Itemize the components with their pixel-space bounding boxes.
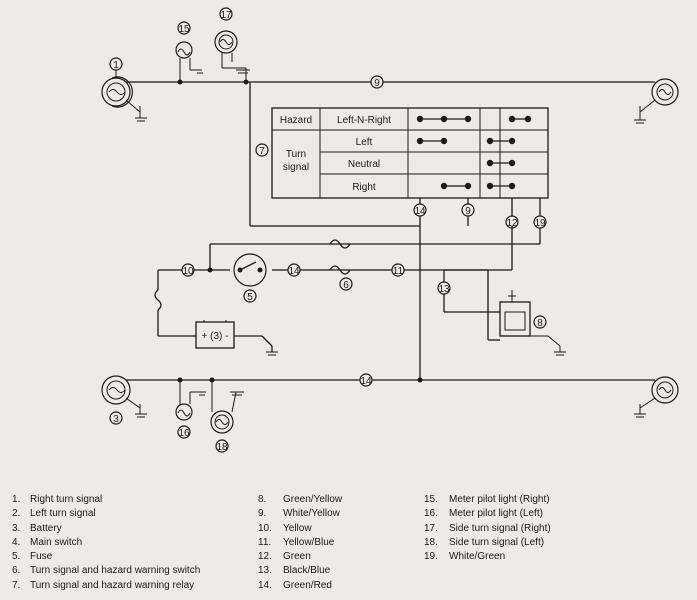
legend-item: 11.Yellow/Blue	[258, 536, 335, 548]
side-turn-signal-right	[214, 30, 250, 82]
meter-pilot-light-right	[175, 41, 203, 82]
table-contacts	[416, 115, 532, 190]
callout-2: 3	[113, 414, 119, 425]
table-hazard-label: Hazard	[280, 115, 312, 126]
legend-item: 19.White/Green	[424, 551, 506, 563]
legend-item: 8.Green/Yellow	[258, 494, 343, 505]
left-rear-lamp	[634, 376, 679, 418]
callout-8-switch: 9	[465, 206, 471, 217]
fuse-upper	[329, 239, 351, 249]
meter-pilot-light-left	[175, 380, 206, 421]
battery: + (3) -	[195, 320, 235, 349]
legend-item: 6.Turn signal and hazard warning switch	[12, 565, 201, 577]
callout-10: 11	[393, 266, 404, 277]
callout-9: 10	[182, 266, 194, 277]
callout-12: 13	[438, 284, 450, 295]
table-signal-label: signal	[283, 162, 309, 173]
callout-11: 12	[506, 218, 518, 229]
right-front-lamp	[634, 78, 679, 124]
callout-15: 15	[178, 24, 190, 35]
legend-item: 17.Side turn signal (Right)	[424, 522, 551, 534]
callout-8: 9	[374, 78, 380, 89]
legend-item: 9.White/Yellow	[258, 508, 340, 520]
callout-4: 5	[247, 292, 253, 303]
legend-item: 5.Fuse	[12, 551, 53, 563]
legend-item: 3.Battery	[12, 522, 62, 534]
legend-col-3: 15.Meter pilot light (Right) 16.Meter pi…	[424, 493, 551, 564]
legend-item: 18.Side turn signal (Left)	[424, 536, 545, 548]
callout-1: 1	[113, 60, 119, 71]
legend-item: 15.Meter pilot light (Right)	[424, 494, 550, 505]
left-turn-signal-lamp	[101, 375, 147, 418]
legend-col-1: 1.Right turn signal 2.Left turn signal 3…	[12, 493, 200, 593]
turn-signal-hazard-relay	[499, 290, 566, 356]
main-switch	[233, 253, 267, 287]
table-pos-lnr: Left-N-Right	[337, 115, 391, 126]
legend-item: 1.Right turn signal	[12, 494, 103, 505]
callout-19: 19	[534, 218, 546, 229]
legend-item: 16.Meter pilot light (Left)	[424, 508, 543, 520]
legend-item: 12.Green	[258, 551, 311, 563]
wire-8-top-bus	[125, 81, 655, 92]
callout-17: 17	[220, 10, 232, 21]
legend-col-2: 8.Green/Yellow 9.White/Yellow 10.Yellow …	[258, 493, 342, 593]
turn-signal-hazard-switch-table: Hazard Turn signal Left-N-Right Left Neu…	[271, 107, 549, 199]
right-turn-signal-lamp	[101, 76, 147, 122]
callout-14-bus: 14	[360, 376, 372, 387]
legend-item: 14.Green/Red	[258, 579, 332, 591]
battery-label: + (3) -	[202, 331, 229, 342]
side-turn-signal-left	[210, 380, 244, 434]
callout-14-switch: 14	[414, 206, 426, 217]
table-turn-label: Turn	[286, 149, 306, 160]
callout-7: 8	[537, 318, 543, 329]
callout-5: 6	[343, 280, 349, 291]
table-pos-left: Left	[356, 137, 373, 148]
legend-item: 2.Left turn signal	[12, 508, 96, 520]
fuse-lower	[329, 265, 351, 275]
table-pos-right: Right	[352, 182, 376, 193]
legend-item: 4.Main switch	[12, 536, 83, 548]
legend-item: 10.Yellow	[258, 522, 312, 534]
callout-16: 16	[178, 428, 190, 439]
callout-13: 14	[288, 266, 300, 277]
legend-item: 7.Turn signal and hazard warning relay	[12, 579, 195, 591]
legend-item: 13.Black/Blue	[258, 565, 331, 577]
callout-6: 7	[259, 146, 265, 157]
callout-18: 18	[216, 442, 228, 453]
table-pos-neutral: Neutral	[348, 159, 380, 170]
